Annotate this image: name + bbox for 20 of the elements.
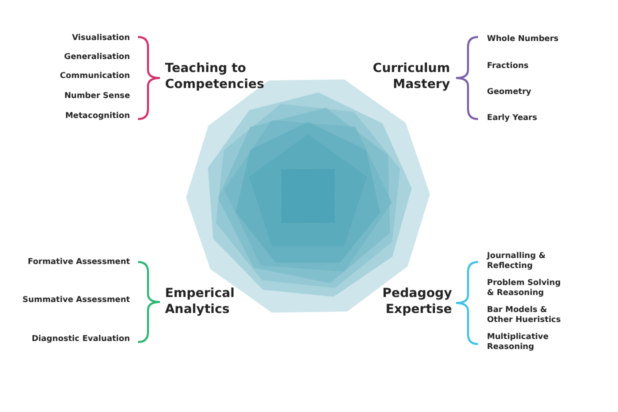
topic-label: Journalling & Reflecting (487, 251, 547, 271)
topic-label: Formative Assessment (26, 257, 130, 267)
category-heading: Emperical Analytics (165, 285, 236, 318)
topic-label: Generalisation (63, 52, 130, 62)
topic-label: Metacognition (64, 111, 130, 121)
topic-label: Problem Solving & Reasoning (487, 278, 562, 298)
topic-label: Early Years (487, 113, 538, 123)
topic-label: Number Sense (63, 91, 130, 101)
topic-label: Communication (58, 71, 130, 81)
category-heading: Pedagogy Expertise (381, 285, 452, 318)
topic-label: Whole Numbers (487, 34, 560, 44)
topic-label: Visualisation (70, 33, 130, 43)
topic-label: Bar Models & Other Hueristics (487, 305, 562, 325)
topic-label: Fractions (487, 61, 530, 71)
category-heading: Curriculum Mastery (372, 60, 450, 92)
topic-label: Multiplicative Reasoning (487, 332, 550, 352)
topic-label: Geometry (487, 87, 532, 97)
category-heading: Teaching to Competencies (165, 60, 266, 92)
topic-label: Summative Assessment (22, 295, 130, 305)
topic-label: Diagnostic Evaluation (30, 334, 130, 344)
